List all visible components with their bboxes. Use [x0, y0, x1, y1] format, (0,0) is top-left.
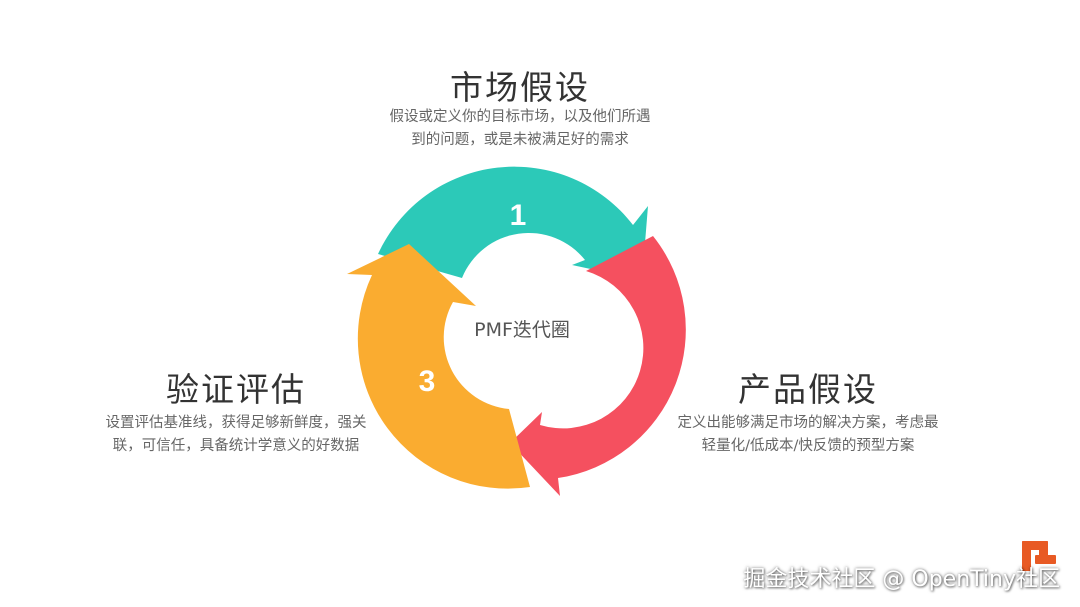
- step-2-desc-line: 定义出能够满足市场的解决方案，考虑最: [677, 415, 939, 431]
- segment-validation: [347, 244, 530, 489]
- step-1-title: 市场假设: [450, 68, 590, 107]
- watermark-text: 掘金技术社区 @ OpenTiny社区: [743, 567, 1060, 592]
- segment-market-hypothesis: [378, 166, 648, 280]
- step-1-description: 假设或定义你的目标市场，以及他们所遇 到的问题，或是未被满足好的需求: [340, 106, 700, 152]
- step-1-desc-line: 假设或定义你的目标市场，以及他们所遇: [389, 109, 651, 125]
- step-3-desc-line: 设置评估基准线，获得足够新鲜度，强关: [105, 415, 367, 431]
- center-label: PMF迭代圈: [474, 319, 570, 341]
- step-3-description: 设置评估基准线，获得足够新鲜度，强关 联，可信任，具备统计学意义的好数据: [58, 412, 414, 458]
- step-1-desc-line: 到的问题，或是未被满足好的需求: [411, 132, 629, 148]
- step-number-1: 1: [510, 199, 527, 232]
- juejin-logo-icon: [1020, 539, 1058, 573]
- step-number-2: 2: [609, 364, 626, 397]
- step-number-3: 3: [419, 365, 436, 398]
- step-3-title: 验证评估: [166, 370, 306, 409]
- step-2-title: 产品假设: [738, 370, 878, 409]
- step-2-desc-line: 轻量化/低成本/快反馈的预型方案: [701, 438, 915, 454]
- segment-product-hypothesis: [510, 236, 686, 496]
- step-2-description: 定义出能够满足市场的解决方案，考虑最 轻量化/低成本/快反馈的预型方案: [630, 412, 986, 458]
- step-3-desc-line: 联，可信任，具备统计学意义的好数据: [112, 438, 360, 454]
